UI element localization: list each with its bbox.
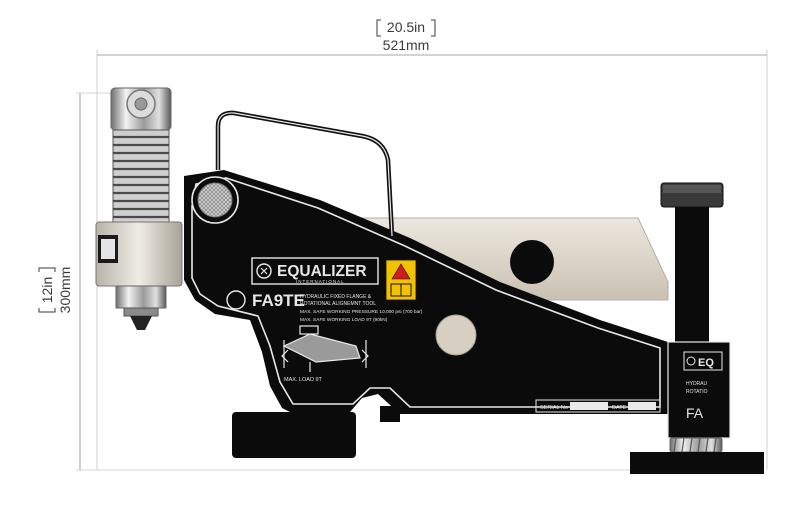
warning-triangle-icon: [391, 263, 411, 280]
brand-plate: EQUALIZER INTERNATIONAL FA9TE HYDRAULIC …: [251, 257, 661, 413]
mount-block-label-inner: [101, 239, 115, 259]
tool-pressure-rating: MAX. SAFE WORKING PRESSURE 10,000 psi (7…: [300, 309, 423, 315]
brand-logo-icon-mark: [260, 267, 268, 275]
side-plate-line-1: HYDRAU: [686, 381, 708, 387]
brand-logo-box: [251, 257, 379, 285]
right-cylinder-assembly: EQ HYDRAU ROTATIO FA: [630, 182, 764, 474]
date-label: DATE: [612, 405, 627, 411]
height-inches-label: 12in: [39, 277, 55, 303]
body-center-hole: [435, 314, 477, 356]
right-cylinder-rod: [675, 207, 709, 347]
right-cylinder-housing: [667, 341, 731, 439]
cylinder-lower-collar: [123, 307, 159, 317]
serial-number-field: [570, 402, 608, 410]
tool-load-rating: MAX. SAFE WORKING LOAD 9T (90kN): [300, 317, 388, 323]
side-plate-logo-box: [683, 351, 723, 371]
left-cylinder-assembly: [95, 87, 183, 330]
body-outline-trace: [191, 177, 661, 408]
pivot-knurl-icon: [197, 182, 233, 218]
model-number: FA9TE: [252, 291, 305, 310]
side-plate-line-2: ROTATIO: [686, 389, 708, 395]
side-plate-model: FA: [686, 405, 704, 421]
width-bracket-left: [376, 19, 381, 37]
serial-date-strip: [535, 399, 661, 413]
cylinder-cap-bolt-center: [134, 97, 148, 111]
brand-name: EQUALIZER: [277, 263, 367, 280]
height-mm-label: 300mm: [57, 267, 73, 314]
body-foot-mid: [380, 406, 400, 422]
side-plate-brand: EQ: [698, 357, 714, 369]
width-mm-label: 521mm: [383, 37, 430, 53]
width-dimension: 20.5in 521mm: [96, 19, 768, 470]
brand-logo-icon: [256, 263, 272, 279]
usage-pictogram-icon: [281, 325, 369, 372]
serial-number-label: SERIAL No: [540, 405, 568, 411]
width-inches-label: 20.5in: [387, 19, 425, 35]
right-cylinder-base-plate: [630, 452, 764, 474]
width-bracket-right: [431, 19, 436, 37]
height-bracket-left: [38, 308, 56, 313]
tool-description-1: HYDRAULIC FIXED FLANGE &: [300, 294, 372, 300]
blade-hole: [510, 240, 554, 284]
body-lower-bolt: [226, 290, 246, 310]
brand-subtitle: INTERNATIONAL: [296, 279, 345, 284]
body-foot-left: [232, 412, 356, 458]
cylinder-ribs: [113, 135, 169, 219]
date-field: [628, 402, 656, 410]
cylinder-tip-icon: [130, 316, 152, 330]
wedge-blade: [354, 217, 669, 301]
tool-description-2: ROTATIONAL ALIGNEMNT TOOL: [300, 301, 376, 307]
spring-coils: [673, 437, 717, 453]
cylinder-lower-shaft: [115, 285, 167, 309]
carry-handle-highlight: [217, 112, 393, 237]
right-cylinder-top-cap-shade: [663, 185, 721, 193]
height-dimension: 12in 300mm: [38, 92, 640, 471]
side-plate-logo-icon: [686, 356, 696, 366]
height-bracket-right: [38, 267, 56, 272]
max-load-label: MAX. LOAD 9T: [284, 377, 323, 383]
